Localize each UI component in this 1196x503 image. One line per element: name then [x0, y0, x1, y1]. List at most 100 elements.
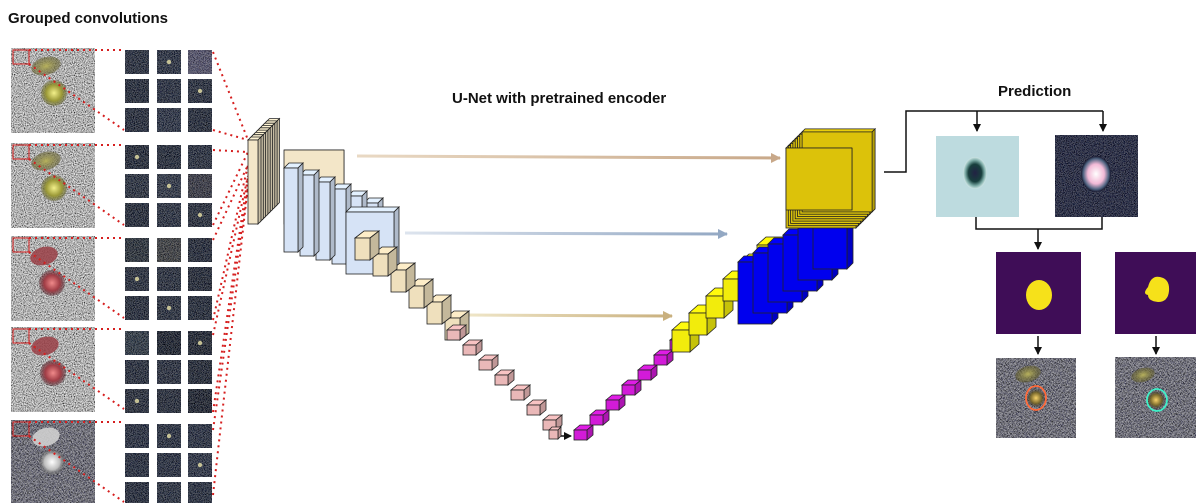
encoder-slab	[445, 324, 468, 341]
decoder-slab	[620, 379, 643, 396]
dotted-connectors	[28, 49, 249, 503]
dotted-connector	[28, 342, 125, 410]
feature-map-texture	[125, 108, 149, 132]
feature-map-spot	[197, 340, 203, 346]
feature-map-texture	[188, 50, 212, 74]
decoder-slab	[588, 409, 611, 426]
feature-map-texture	[188, 296, 212, 320]
feature-map-grid-icon	[125, 50, 212, 132]
ground-truth-overlay	[1115, 357, 1196, 438]
prediction-overlay	[996, 358, 1076, 438]
encoder-slab	[353, 230, 381, 261]
feature-map-texture	[188, 174, 212, 198]
decoder-slab	[604, 394, 627, 411]
feature-map-texture	[157, 360, 181, 384]
microscopy-tile-icon	[11, 143, 95, 228]
feature-map-spot	[166, 433, 172, 439]
feature-map-spot	[166, 183, 172, 189]
feature-map-texture	[157, 331, 181, 355]
feature-map-texture	[157, 267, 181, 291]
encoder-slab	[493, 369, 516, 386]
unet-diagram	[247, 117, 877, 441]
feature-map-spot	[197, 462, 203, 468]
feature-map-texture	[125, 238, 149, 262]
decoder-slab	[572, 424, 595, 441]
encoder-slab	[541, 414, 564, 431]
feature-map-texture	[125, 424, 149, 448]
feature-map-grid-icon	[125, 424, 212, 503]
encoder-slab	[477, 354, 500, 371]
prediction-title: Prediction	[998, 83, 1072, 100]
feature-map-texture	[157, 453, 181, 477]
feature-map-texture	[188, 360, 212, 384]
feature-map-texture	[188, 108, 212, 132]
feature-map-grid-icon	[125, 145, 212, 227]
feature-map-grid-icon	[125, 238, 212, 320]
encoder-slab	[407, 278, 435, 309]
feature-map-spot	[166, 59, 172, 65]
feature-map-texture	[125, 331, 149, 355]
feature-map-texture	[125, 79, 149, 103]
dotted-connector	[212, 129, 249, 141]
feature-map-texture	[188, 267, 212, 291]
encoder-slab	[525, 399, 548, 416]
feature-map-texture	[157, 482, 181, 503]
dotted-connector	[212, 51, 249, 141]
feature-map-texture	[157, 389, 181, 413]
feature-map-texture	[188, 145, 212, 169]
decoder-slab	[652, 349, 675, 366]
feature-map-texture	[188, 389, 212, 413]
skip-connection-top	[356, 152, 781, 163]
encoder-slab	[315, 176, 336, 261]
feature-map-texture	[125, 453, 149, 477]
encoder-slab	[247, 136, 262, 225]
encoder-slab	[461, 339, 484, 356]
feature-map-texture	[125, 203, 149, 227]
dotted-connector	[212, 184, 249, 496]
dotted-connector	[28, 158, 125, 226]
bottleneck-block	[548, 426, 562, 440]
dotted-connector	[212, 151, 249, 226]
microscopy-tile-icon	[11, 420, 95, 503]
encoder-slab	[509, 384, 532, 401]
dotted-connector	[212, 184, 249, 431]
feature-map-texture	[157, 79, 181, 103]
feature-map-texture	[188, 238, 212, 262]
skip-connection-middle	[404, 228, 728, 239]
feature-map-spot	[134, 154, 140, 160]
feature-map-spot	[166, 305, 172, 311]
feature-map-texture	[157, 203, 181, 227]
feature-map-texture	[125, 50, 149, 74]
dotted-connector	[212, 149, 249, 153]
mask-icon	[996, 252, 1081, 334]
feature-map-spot	[134, 276, 140, 282]
feature-map-texture	[157, 145, 181, 169]
dotted-connector	[28, 251, 125, 319]
feature-map-spot	[197, 88, 203, 94]
input-tiles	[11, 48, 95, 503]
feature-map-texture	[125, 360, 149, 384]
prediction-channel-dark	[1055, 135, 1138, 217]
decoder-block-1-face	[785, 147, 853, 211]
mask-icon	[1115, 252, 1196, 334]
dotted-connector	[28, 63, 125, 131]
microscopy-tile-icon	[11, 236, 95, 321]
feature-map-texture	[188, 424, 212, 448]
grouped-convolutions-title: Grouped convolutions	[8, 10, 168, 27]
encoder-slab	[425, 294, 453, 325]
dotted-connector	[212, 175, 249, 413]
encoder-slab	[299, 169, 320, 257]
feature-map-texture	[125, 296, 149, 320]
prediction-channel-light	[936, 136, 1019, 217]
microscopy-tile-icon	[11, 48, 95, 133]
skip-connection-bottom	[464, 310, 673, 321]
feature-map-texture	[125, 174, 149, 198]
encoder-slab	[283, 162, 304, 253]
feature-map-grid-icon	[125, 331, 212, 413]
unet-title: U-Net with pretrained encoder	[452, 90, 667, 107]
dotted-connector	[28, 435, 125, 503]
feature-map-spot	[197, 212, 203, 218]
feature-map-texture	[188, 482, 212, 503]
